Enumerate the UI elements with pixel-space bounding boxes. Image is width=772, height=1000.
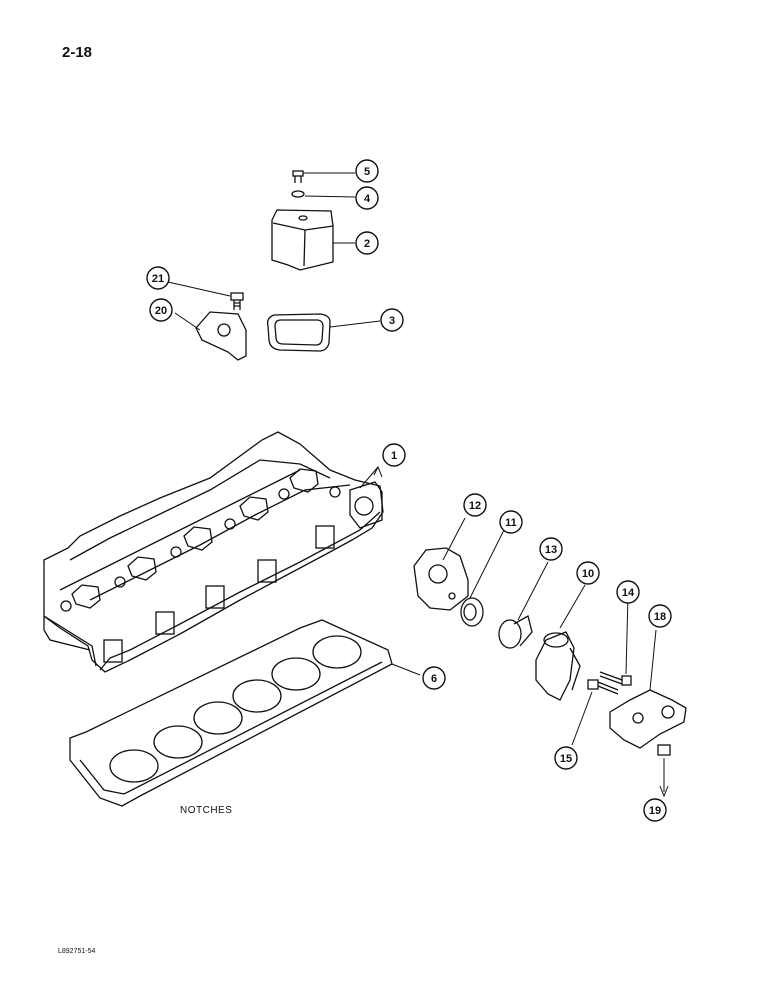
- svg-text:4: 4: [364, 193, 371, 205]
- callout-3: 3: [380, 308, 404, 332]
- callout-12: 12: [463, 493, 487, 517]
- bolt-part-19: [657, 744, 671, 798]
- bolt-part-15: [571, 679, 619, 746]
- callout-2: 2: [355, 231, 379, 255]
- svg-text:20: 20: [155, 305, 167, 317]
- bolt-part-14: [599, 594, 632, 686]
- cover-part-2: [271, 209, 355, 271]
- gasket-part-3: [266, 313, 381, 352]
- callout-11: 11: [499, 510, 523, 534]
- notches-label: NOTCHES: [180, 805, 233, 816]
- callout-5: 5: [355, 159, 379, 183]
- seal-part-11: [460, 529, 505, 627]
- head-gasket-part-6: [69, 619, 421, 807]
- cylinder-head-part-1: [43, 431, 384, 673]
- svg-text:5: 5: [364, 166, 370, 178]
- svg-text:11: 11: [505, 517, 517, 529]
- svg-text:1: 1: [391, 450, 397, 462]
- svg-text:19: 19: [649, 805, 661, 817]
- svg-text:15: 15: [560, 753, 572, 765]
- svg-text:3: 3: [389, 315, 395, 327]
- callout-15: 15: [554, 746, 578, 770]
- o-ring-part-4: [291, 190, 356, 198]
- thermostat-part-13: [498, 561, 549, 649]
- svg-text:14: 14: [622, 587, 635, 599]
- water-outlet-part-10: [535, 584, 586, 701]
- svg-text:2: 2: [364, 238, 370, 250]
- svg-text:21: 21: [152, 273, 164, 285]
- callout-group: 5 4 2 21 20 3 1 12 11 13 10 14 18 6 15 1…: [146, 159, 672, 822]
- page-number: 2-18: [62, 44, 93, 61]
- callout-20: 20: [149, 298, 173, 322]
- catalog-code: L892751-54: [58, 948, 96, 955]
- callout-4: 4: [355, 186, 379, 210]
- callout-14: 14: [616, 580, 640, 604]
- callout-21: 21: [146, 266, 170, 290]
- svg-text:6: 6: [431, 673, 437, 685]
- bracket-part-20: [174, 311, 247, 361]
- callout-10: 10: [576, 561, 600, 585]
- callout-18: 18: [648, 604, 672, 628]
- callout-6: 6: [422, 666, 446, 690]
- callout-1: 1: [382, 443, 406, 467]
- bracket-part-18: [609, 629, 687, 749]
- cap-screw-part-5: [292, 170, 355, 183]
- svg-text:12: 12: [469, 500, 481, 512]
- housing-gasket-part-12: [413, 517, 469, 611]
- svg-text:18: 18: [654, 611, 666, 623]
- svg-text:10: 10: [582, 568, 594, 580]
- callout-19: 19: [643, 798, 667, 822]
- bolt-part-21: [167, 281, 244, 310]
- callout-13: 13: [539, 537, 563, 561]
- svg-text:13: 13: [545, 544, 557, 556]
